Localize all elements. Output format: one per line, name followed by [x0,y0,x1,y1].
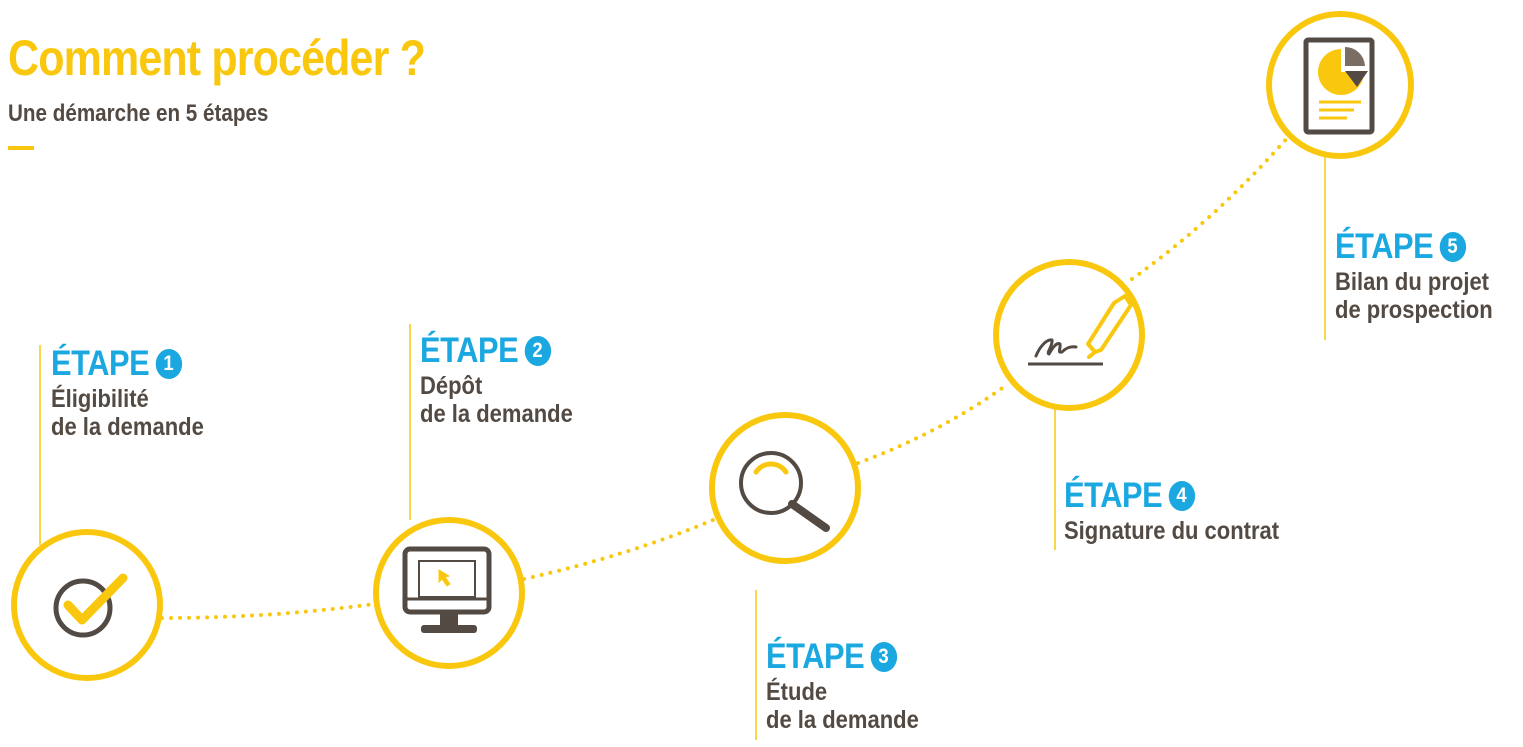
step-2-text: ÉTAPE 2 Dépôt de la demande [420,333,573,428]
step-5-label: Bilan du projet de prospection [1335,268,1493,324]
step-4-label-line: Signature du contrat [1064,517,1280,545]
step-2-label: Dépôt de la demande [420,372,573,428]
step-1-label: Éligibilité de la demande [51,385,204,441]
dotted-connector-1-2 [160,602,376,620]
step-4-text: ÉTAPE 4 Signature du contrat [1064,478,1279,545]
step-5-number-badge: 5 [1439,231,1466,262]
signature-pen-icon [1028,294,1133,366]
step-3-node [709,412,861,564]
step-3-label: Étude de la demande [766,678,919,734]
magnifying-glass-icon [739,451,830,532]
step-5-label-line: Bilan du projet [1335,268,1489,296]
dotted-connector-3-4 [856,382,1010,465]
step-5-text: ÉTAPE 5 Bilan du projet de prospection [1335,229,1493,324]
step-1-label-line: de la demande [51,413,204,441]
step-2-label-line: Dépôt [420,372,483,400]
step-3-label-line: Étude [766,678,828,706]
step-5-node [1266,11,1414,159]
title-accent-bar [8,146,34,150]
computer-monitor-icon [402,546,492,633]
step-1-number-badge: 1 [155,348,182,379]
page-subtitle: Une démarche en 5 étapes [8,100,269,127]
step-5-prefix: ÉTAPE [1335,227,1434,266]
step-1-text: ÉTAPE 1 Éligibilité de la demande [51,346,204,441]
checkmark-circle-icon [53,573,128,638]
step-5-heading: ÉTAPE 5 [1335,229,1493,264]
step-4-number-badge: 4 [1168,480,1195,511]
step-2-heading: ÉTAPE 2 [420,333,573,368]
step-1-prefix: ÉTAPE [51,344,150,383]
dotted-connector-4-5 [1130,135,1290,281]
step-1-heading: ÉTAPE 1 [51,346,204,381]
step-3-number-badge: 3 [870,641,897,672]
step-2-prefix: ÉTAPE [420,331,519,370]
step-3-label-line: de la demande [766,706,919,734]
step-5-label-line: de prospection [1335,296,1493,324]
step-3-text: ÉTAPE 3 Étude de la demande [766,639,919,734]
step-2-label-line: de la demande [420,400,573,428]
report-chart-icon [1303,37,1375,135]
step-4-node [993,259,1145,411]
step-4-prefix: ÉTAPE [1064,476,1163,515]
step-4-label: Signature du contrat [1064,517,1279,545]
page-title: Comment procéder ? [8,30,426,86]
step-2-number-badge: 2 [524,335,551,366]
dotted-connector-2-3 [522,518,715,581]
step-1-node [11,529,163,681]
step-2-node [373,517,525,669]
step-4-heading: ÉTAPE 4 [1064,478,1279,513]
step-3-prefix: ÉTAPE [766,637,865,676]
step-3-heading: ÉTAPE 3 [766,639,919,674]
step-1-label-line: Éligibilité [51,385,149,413]
